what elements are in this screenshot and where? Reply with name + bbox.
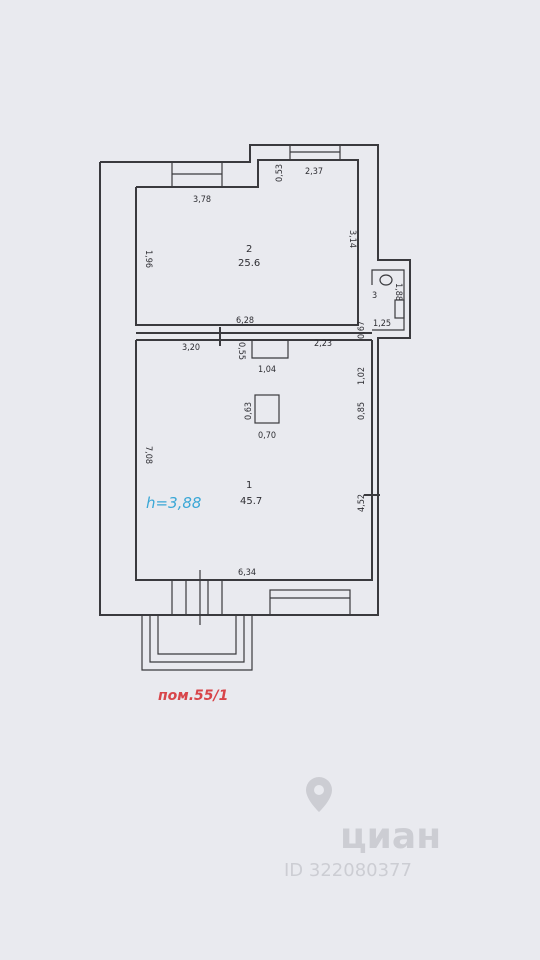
- dim-7-08: 7,08: [143, 446, 153, 464]
- watermark-id: ID 322080377: [284, 860, 412, 881]
- dim-0-53: 0,53: [275, 164, 285, 182]
- dim-1-96: 1,96: [143, 250, 153, 268]
- entrance-porch: [141, 615, 253, 671]
- window-bottom-left: [171, 579, 223, 616]
- dim-2-23: 2,23: [314, 339, 332, 349]
- watermark-brand: циан: [340, 816, 441, 857]
- dim-2-37: 2,37: [305, 167, 323, 177]
- room-1-area: 45.7: [240, 496, 262, 507]
- dim-1-88: 1,88: [393, 283, 403, 301]
- dim-6-34: 6,34: [238, 568, 256, 578]
- dim-6-28: 6,28: [236, 316, 254, 326]
- room-1-label: 1 45.7: [240, 480, 262, 507]
- window-bottom-right: [269, 589, 351, 616]
- dim-0-70: 0,70: [258, 431, 276, 441]
- room-1-number: 1: [246, 480, 252, 491]
- ceiling-height: h=3,88: [146, 494, 201, 512]
- dim-3-20: 3,20: [182, 343, 200, 353]
- watermark: циан ID 322080377: [284, 777, 441, 881]
- room-2-area: 25.6: [238, 258, 260, 269]
- dim-0-85: 0,85: [357, 402, 367, 420]
- dim-1-02: 1,02: [357, 367, 367, 385]
- room-2-label: 2 25.6: [238, 244, 260, 269]
- dim-3-78: 3,78: [193, 195, 211, 205]
- premises-label: пом.55/1: [158, 688, 228, 704]
- dim-0-63: 0,63: [244, 402, 254, 420]
- dimension-labels: 3,78 0,53 2,37 3,14 1,96 6,28 3,20 0,55 …: [143, 164, 403, 578]
- dim-0-67: 0,67: [357, 321, 367, 339]
- dim-0-55: 0,55: [236, 342, 246, 360]
- column: [254, 394, 280, 424]
- room-2-number: 2: [246, 244, 252, 255]
- bathroom: [371, 269, 405, 331]
- dim-3: 3: [372, 291, 377, 301]
- location-pin-icon: [306, 777, 332, 812]
- dim-1-25: 1,25: [373, 319, 391, 329]
- dim-1-04: 1,04: [258, 365, 276, 375]
- dim-4-52: 4,52: [357, 494, 367, 512]
- dim-3-14: 3,14: [347, 230, 357, 248]
